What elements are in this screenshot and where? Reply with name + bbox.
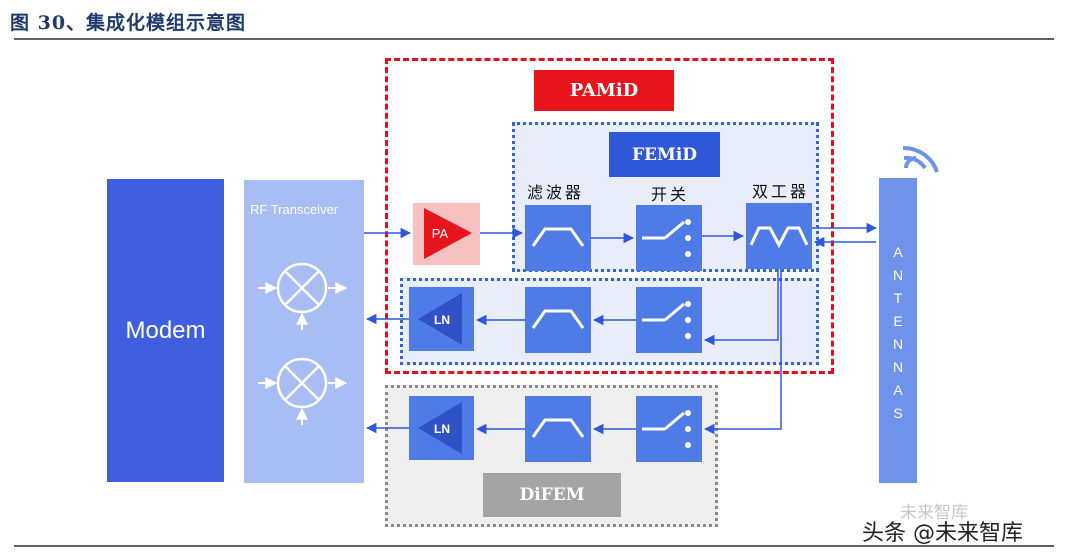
ln-label: LN	[434, 313, 450, 327]
mixer-icon	[258, 357, 348, 425]
filter-icon	[525, 396, 591, 462]
rf-transceiver-label: RF Transceiver	[250, 202, 339, 217]
wireless-signal-icon	[902, 145, 939, 173]
pamid-label: PAMiD	[534, 70, 674, 111]
ln-amplifier-icon: LN	[409, 396, 474, 460]
switch-icon	[636, 287, 702, 353]
watermark-caption: 头条 @未来智库	[862, 521, 1023, 546]
top-rule	[14, 38, 1054, 40]
filter-label: 滤波器	[527, 183, 585, 202]
duplexer-icon	[746, 203, 812, 269]
antenna-letter: E	[893, 313, 903, 329]
switch-label: 开关	[651, 185, 690, 204]
antenna-block	[879, 178, 917, 483]
filter-icon	[525, 205, 591, 271]
figure-title: 图 30、集成化模组示意图	[10, 12, 247, 34]
antenna-letter: N	[892, 267, 904, 283]
ln-amplifier-icon: LN	[409, 287, 474, 351]
switch-icon	[636, 396, 702, 462]
mixer-icon	[258, 262, 348, 330]
modem-block: Modem	[107, 179, 224, 482]
antenna-letter: A	[893, 244, 903, 260]
femid-label: FEMiD	[609, 132, 720, 177]
pamid-group	[385, 58, 834, 374]
difem-label: DiFEM	[483, 473, 621, 517]
antenna-letter: S	[893, 405, 903, 421]
filter-icon	[525, 287, 591, 353]
pa-label: PA	[432, 226, 449, 241]
watermark-faint: 未来智库	[900, 503, 968, 523]
antenna-letter: N	[892, 359, 904, 375]
duplexer-label: 双工器	[752, 182, 810, 201]
switch-icon	[636, 205, 702, 271]
signal-arrows	[364, 222, 878, 435]
antenna-letter: T	[893, 290, 903, 306]
antenna-letter: A	[893, 382, 903, 398]
antenna-letter: N	[892, 336, 904, 352]
pa-block: PA	[413, 203, 480, 265]
rf-transceiver-block	[244, 180, 364, 483]
bottom-rule	[14, 545, 1054, 547]
ln-label: LN	[434, 422, 450, 436]
